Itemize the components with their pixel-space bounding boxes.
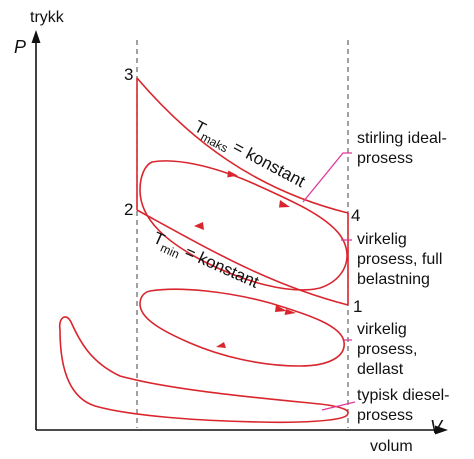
part-load-arrow-upper (275, 305, 287, 312)
legend-part-load: virkelig prosess, dellast (357, 321, 422, 378)
y-axis-arrowhead (31, 30, 41, 43)
legend-diesel: typisk diesel- prosess (357, 387, 454, 424)
y-axis-symbol: P (14, 37, 26, 57)
x-axis-arrowhead (435, 425, 448, 435)
full-load-arrow-lower (194, 222, 204, 230)
point-label-4: 4 (351, 206, 360, 225)
isotherm-max-label: Tmaks = konstant (189, 117, 308, 195)
legend-stirling: stirling ideal- prosess (357, 130, 451, 167)
leader-stirling (302, 152, 352, 203)
real-part-load-loop (139, 288, 345, 367)
y-axis-word: trykk (30, 9, 65, 26)
point-label-1: 1 (353, 297, 362, 316)
x-axis-symbol: V (430, 417, 444, 437)
full-load-arrow-upper (279, 200, 290, 208)
real-full-load-loop (139, 160, 348, 291)
part-load-arrow-lower (216, 342, 226, 348)
isotherm-min-label: Tmin = konstant (149, 228, 262, 295)
diesel-loop (58, 316, 349, 424)
point-label-2: 2 (124, 200, 133, 219)
isotherm-max-curve (136, 77, 349, 214)
isotherm-min-arrow (284, 309, 296, 315)
isotherm-min-curve (136, 209, 349, 306)
legend-full-load: virkelig prosess, full belastning (357, 231, 447, 288)
stirling-ideal-cycle (136, 77, 349, 306)
x-axis-word: volum (370, 438, 413, 455)
point-label-3: 3 (124, 65, 133, 84)
leader-diesel (321, 401, 356, 411)
axes (31, 30, 448, 435)
leader-lines (302, 152, 356, 411)
